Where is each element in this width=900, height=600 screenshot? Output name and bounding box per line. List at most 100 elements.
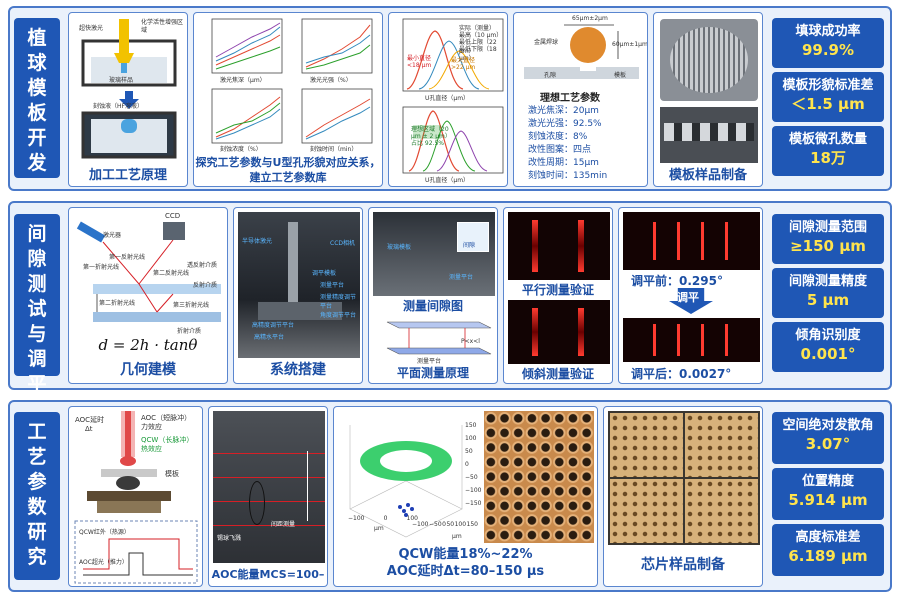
- stat-title: 位置精度: [801, 474, 854, 489]
- xlabel-focus-depth: 激光焦深（μm）: [220, 77, 266, 84]
- parallel-verify-image: [508, 212, 610, 280]
- stat-fill-success: 填球成功率 99.9%: [772, 18, 884, 68]
- formula: d = 2h · tanθ: [98, 336, 198, 354]
- label-template: 模板: [614, 72, 627, 79]
- caption-plane-principle: 平面测量原理: [396, 366, 469, 380]
- before-leveling-image: [623, 212, 760, 270]
- section-label-process: 工艺参数研究: [14, 412, 60, 580]
- label-spacing-measure: 间距测量: [271, 521, 296, 528]
- label-aoc-short: AOC（短脉冲）: [141, 414, 192, 422]
- legend-top-4: 最低下限（18 μm）: [459, 46, 497, 62]
- label-reflective: 反射介质: [193, 282, 218, 289]
- caption-chip-sample: 芯片样品制备: [641, 557, 725, 573]
- label-transflective: 透反射介质: [187, 262, 218, 269]
- x-tick-labels: −100 0 100: [348, 515, 418, 522]
- panel-verification: 平行测量验证 倾斜测量验证: [503, 207, 613, 384]
- label-accuracy-stage: 测量精度调节平台: [320, 294, 357, 310]
- stat-value: ≥150 μm: [790, 237, 866, 255]
- template-cross-section-photo: [660, 107, 758, 163]
- caption-parameter-study-2: 建立工艺参数库: [249, 171, 327, 184]
- xlabel-u-hole-diameter: U孔直径（μm）: [425, 95, 470, 102]
- label-first-reflect: 第一反射光线: [109, 254, 146, 261]
- xlabel-u-hole-diameter-2: U孔直径（μm）: [425, 177, 470, 184]
- stat-microhole-count: 模板微孔数量 18万: [772, 126, 884, 176]
- caption-tilt-verify: 倾斜测量验证: [521, 367, 594, 381]
- stat-value: 3.07°: [805, 435, 851, 453]
- caption-qcw-energy: QCW能量18%~22%: [398, 547, 533, 562]
- template-wafer-photo: [660, 19, 758, 101]
- label-glass-sample: 玻璃样品: [109, 77, 134, 84]
- caption-process-principle: 加工工艺原理: [88, 168, 167, 183]
- section-label-text: 工艺参数研究: [27, 421, 47, 568]
- label-second-refract: 第二折射光线: [99, 300, 136, 307]
- label-precision-stage: 高精度调节平台: [252, 322, 295, 329]
- stat-value: 18万: [810, 149, 846, 167]
- stat-title: 间隙测量范围: [788, 220, 867, 235]
- stat-title: 空间绝对发散角: [782, 418, 874, 433]
- ideal-param-item: 激光光强：92.5%: [528, 119, 602, 129]
- panel-parameter-study: 激光焦深（μm） 激光光强（%） 刻蚀浓度（%） 刻蚀时间（min） 探究工艺参…: [193, 12, 383, 187]
- stat-title: 高度标准差: [795, 530, 861, 545]
- section-label-template: 植球模板开发: [14, 18, 60, 178]
- label-solder-ball: 金属焊球: [534, 39, 559, 46]
- note-min-diameter: 最小直径 <18 μm: [407, 55, 432, 69]
- label-aoc-delay: AOC延时: [75, 416, 105, 424]
- label-force-effect: 力效应: [141, 423, 162, 431]
- label-angle-stage: 角度调节平台: [320, 312, 357, 319]
- panel-measure-principle: 玻璃模板 测量平台 间隙 测量间隙图 测量平台 P<x<l 平面测量原理: [368, 207, 498, 384]
- label-ccd-camera: CCD相机: [330, 240, 355, 247]
- before-leveling-value: 调平前：0.295°: [631, 274, 723, 288]
- stat-height-std: 高度标准差 6.189 μm: [772, 524, 884, 576]
- tilt-verify-image: [508, 300, 610, 364]
- stat-title: 模板形貌标准差: [782, 78, 874, 93]
- caption-geometry-model: 几何建模: [120, 362, 176, 378]
- caption-gap-measure: 测量间隙图: [402, 299, 463, 313]
- panel-system-build: 半导体激光 CCD相机 调平模板 测量平台 测量精度调节平台 角度调节平台 高精…: [233, 207, 363, 384]
- panel-leveling: 调平前：0.295° 调平 调平后：0.0027°: [618, 207, 763, 384]
- label-semiconductor-laser: 半导体激光: [242, 238, 273, 245]
- ideal-params-list: 激光焦深：20μm 激光光强：92.5% 刻蚀浓度：8% 改性图案：四点 改性周…: [528, 105, 646, 183]
- section-label-text: 植球模板开发: [27, 27, 47, 174]
- panel-geometry-model: CCD 激光器 第一反射光线 第一折射光线 第二反射光线 透反射介质 反射介质 …: [68, 207, 228, 384]
- leveling-arrow-label: 调平: [677, 291, 699, 304]
- note-max-diameter: 最大直径 >22 μm: [451, 57, 476, 71]
- caption-system-build: 系统搭建: [270, 362, 326, 378]
- distribution-plots: [402, 18, 504, 174]
- label-laser: 激光器: [103, 232, 122, 239]
- label-template-2: 模板: [165, 470, 179, 478]
- panel-chip-sample: 芯片样品制备: [603, 406, 763, 587]
- label-thermal-effect: 热效应: [141, 445, 162, 453]
- ideal-param-item: 改性周期：15μm: [528, 158, 599, 168]
- param-plots: [211, 18, 373, 144]
- dim-right: 60μm±1μm: [612, 41, 648, 48]
- legend-top-1: 实际（测量）: [459, 25, 496, 32]
- stat-morphology-std: 模板形貌标准差 ＜1.5 μm: [772, 72, 884, 122]
- stat-position-accuracy: 位置精度 5.914 μm: [772, 468, 884, 520]
- process-diagram: [81, 19, 177, 159]
- label-qcw-long: QCW（长脉冲）: [141, 436, 194, 444]
- caption-aoc-delay: AOC延时Δt=80–150 μs: [386, 564, 545, 579]
- label-level-stage: 高精水平台: [254, 334, 285, 341]
- label-chemical-region: 化学活性增强区域: [141, 19, 184, 34]
- label-aoc-ultra: AOC超光（推力）: [79, 559, 128, 566]
- gap-measure-photo: [373, 212, 495, 296]
- label-plane-platform: 测量平台: [417, 358, 442, 365]
- label-measure-platform-2: 测量平台: [449, 274, 474, 281]
- chip-sample-photo: [608, 411, 760, 545]
- ideal-params-title: 理想工艺参数: [540, 93, 600, 104]
- xlabel-laser-intensity: 激光光强（%）: [310, 77, 352, 84]
- ideal-param-item: 刻蚀浓度：8%: [528, 132, 588, 142]
- label-delta-t: Δt: [85, 425, 93, 433]
- stat-value: 0.001°: [800, 345, 856, 363]
- section-label-text: 间隙测试与调平: [27, 223, 47, 395]
- caption-parameter-study-1: 探究工艺参数与U型孔形貌对应关系，: [195, 156, 381, 169]
- label-second-reflect: 第二反射光线: [153, 270, 190, 277]
- note-ideal-region: 理想区域（20 μm ± 2 μm）占比 92.5%: [411, 126, 451, 147]
- label-measure-platform: 测量平台: [320, 282, 345, 289]
- label-leveling-template: 调平模板: [312, 270, 337, 277]
- panel-process-diagram: AOC延时 Δt AOC（短脉冲） 力效应 QCW（长脉冲） 热效应 模板 QC…: [68, 406, 203, 587]
- label-gap: 间隙: [463, 242, 476, 249]
- z-tick-labels: 150 100 50 0 −50 −100 −150: [465, 422, 482, 507]
- 3d-distribution-plot: [349, 425, 463, 538]
- caption-aoc-energy: AOC能量MCS=100–200: [211, 568, 325, 586]
